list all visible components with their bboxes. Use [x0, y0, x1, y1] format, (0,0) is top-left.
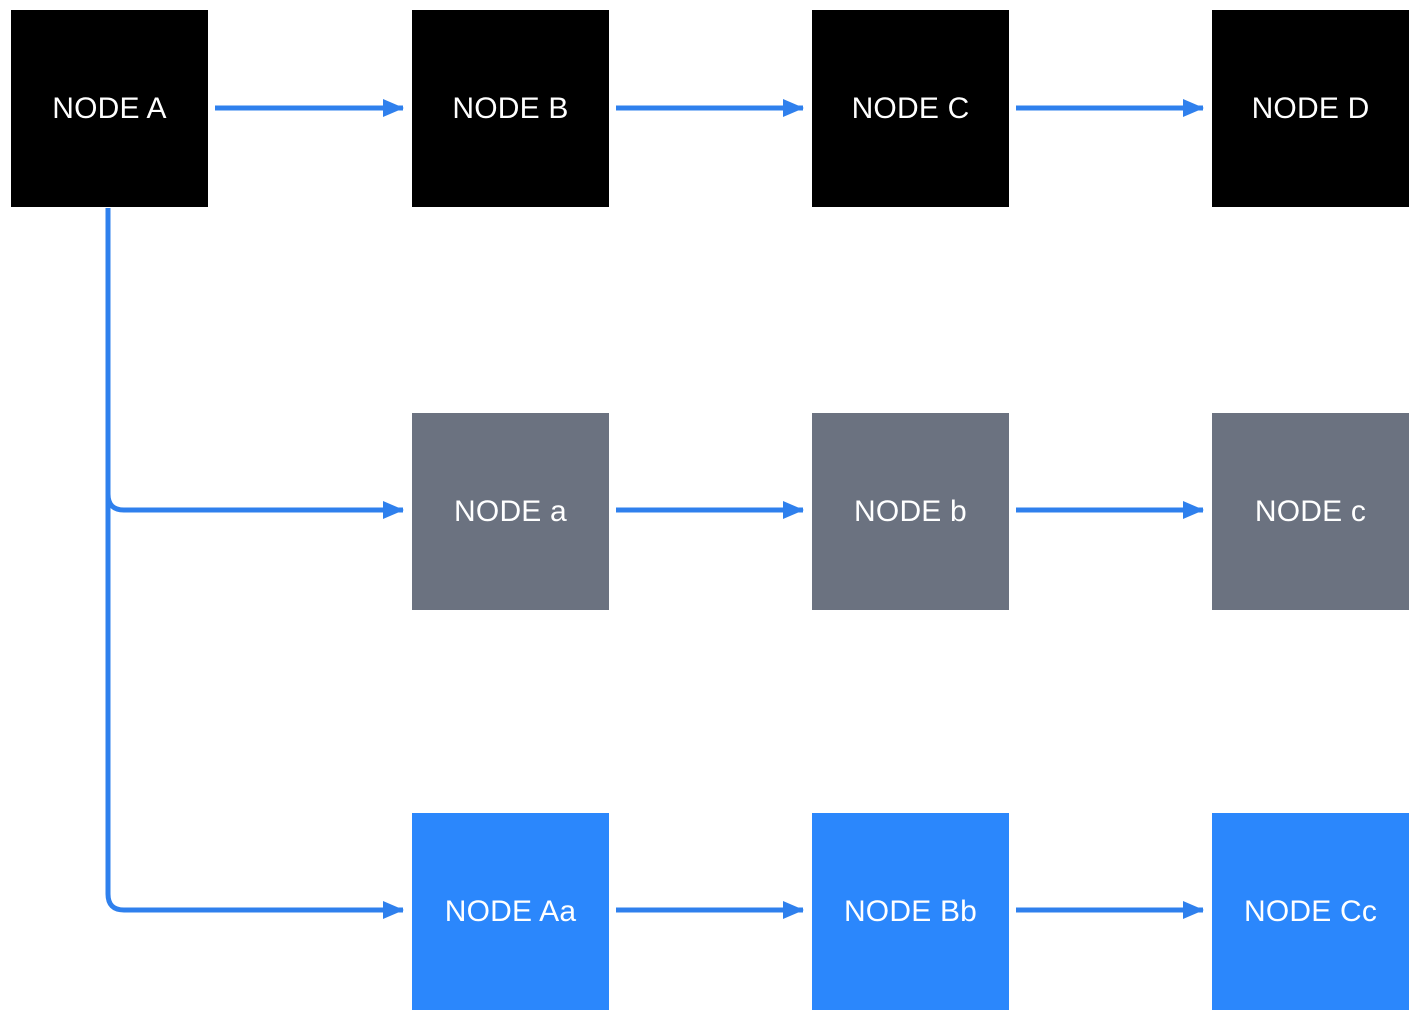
- node-b[interactable]: NODE B: [412, 10, 609, 207]
- node-aa-label: NODE Aa: [444, 894, 577, 928]
- node-c[interactable]: NODE C: [812, 10, 1009, 207]
- node-a-label: NODE A: [52, 91, 167, 125]
- edge-branch-trunk: [105, 208, 404, 920]
- node-bb-label: NODE Bb: [843, 894, 978, 928]
- node-c-label: NODE C: [851, 91, 970, 125]
- node-lower-b-label: NODE b: [854, 494, 967, 528]
- node-bb[interactable]: NODE Bb: [812, 813, 1009, 1010]
- node-d[interactable]: NODE D: [1212, 10, 1409, 207]
- node-lower-a[interactable]: NODE a: [412, 413, 609, 610]
- node-d-label: NODE D: [1251, 91, 1370, 125]
- node-a[interactable]: NODE A: [11, 10, 208, 207]
- node-lower-b[interactable]: NODE b: [812, 413, 1009, 610]
- node-cc-label: NODE Cc: [1243, 894, 1378, 928]
- node-cc[interactable]: NODE Cc: [1212, 813, 1409, 1010]
- node-aa[interactable]: NODE Aa: [412, 813, 609, 1010]
- node-lower-c[interactable]: NODE c: [1212, 413, 1409, 610]
- node-b-label: NODE B: [452, 91, 569, 125]
- node-lower-a-label: NODE a: [454, 494, 567, 528]
- node-lower-c-label: NODE c: [1254, 494, 1367, 528]
- edge-a-lower-a: [105, 493, 404, 520]
